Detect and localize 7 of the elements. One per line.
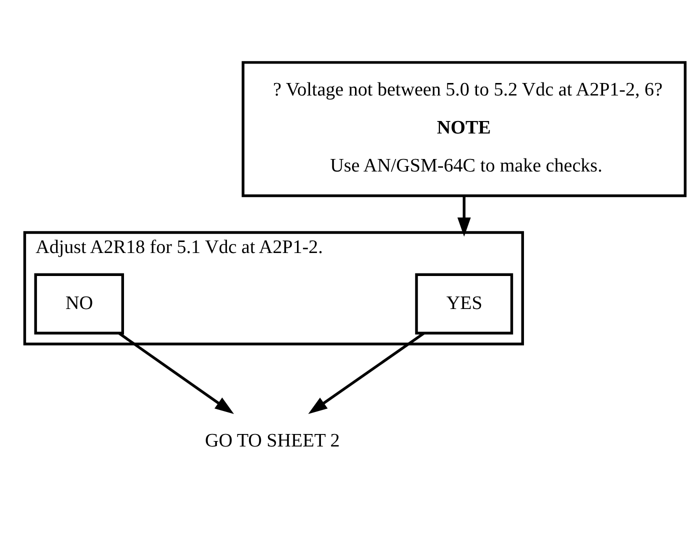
arrow [457, 196, 471, 237]
node-box: YES [415, 273, 514, 335]
node-box: NO [34, 273, 124, 335]
node-text: GO TO SHEET 2 [204, 430, 340, 452]
node-box: ? Voltage not between 5.0 to 5.2 Vdc at A2P1-2, 6? NOTE Use AN/GSM-64C to make checks. [242, 61, 687, 198]
arrow [118, 332, 234, 414]
arrow [308, 332, 425, 414]
